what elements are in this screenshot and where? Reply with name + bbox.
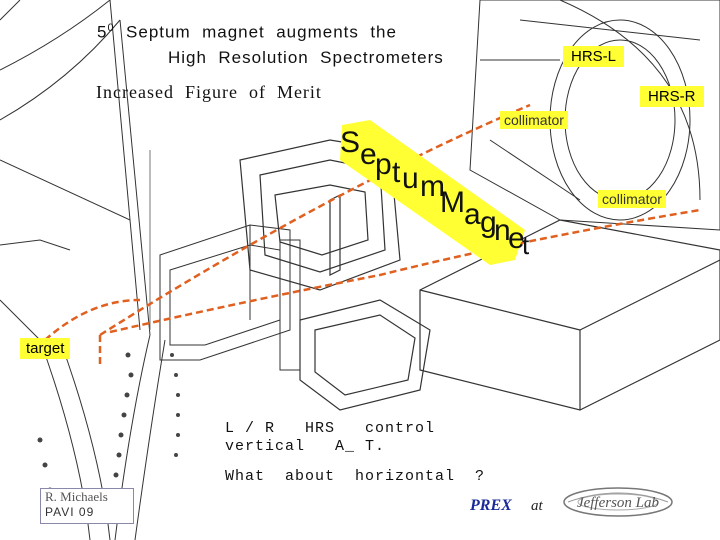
control-note-line1: L / R HRS control	[225, 420, 436, 437]
septum-letter-m: m	[420, 170, 445, 203]
septum-coils	[239, 139, 431, 411]
septum-letter-e: e	[360, 138, 377, 171]
septum-letter-u: u	[402, 162, 419, 195]
scattering-chamber	[0, 0, 166, 540]
beam-pipe	[159, 224, 301, 371]
prex-label: PREX	[470, 497, 512, 514]
prex-at: at	[531, 498, 543, 514]
horizontal-question: What about horizontal ?	[225, 468, 486, 485]
jefferson-lab-logo: Jefferson Lab	[560, 482, 675, 522]
magnet-letter-g: g	[480, 206, 497, 239]
svg-text:Jefferson Lab: Jefferson Lab	[577, 495, 660, 511]
slide-subtitle: Increased Figure of Merit	[96, 82, 322, 102]
title-text: Septum magnet augments the	[126, 22, 397, 42]
magnet-letter-e: e	[508, 222, 525, 255]
septum-letter-p: p	[375, 148, 392, 181]
magnet-letter-n: n	[494, 214, 511, 247]
jefferson-lab-logo-icon: Jefferson Lab	[563, 487, 673, 517]
title-number: 5	[97, 22, 108, 42]
slide-title-line1: 50 Septum magnet augments the	[97, 22, 397, 43]
hrs-left-label: HRS-L	[563, 46, 625, 67]
magnet-letter-t: t	[522, 230, 530, 260]
beam-trajectories	[44, 103, 701, 365]
title-superscript: 0	[107, 22, 115, 34]
magnet-letter-M: M	[440, 186, 465, 219]
hrs-right-label: HRS-R	[640, 86, 704, 107]
event-name: PAVI 09	[45, 505, 95, 519]
collimator-label-right: collimator	[598, 190, 666, 208]
septum-letter-t: t	[392, 156, 401, 189]
septum-letter-S: S	[340, 126, 361, 159]
author-name: R. Michaels	[45, 489, 108, 504]
collimator-label-top: collimator	[500, 111, 568, 129]
slide-title-line2: High Resolution Spectrometers	[168, 48, 444, 67]
septum-label-band	[340, 120, 525, 265]
target-label: target	[20, 338, 71, 359]
magnet-letter-a: a	[464, 198, 481, 231]
control-note-line2: vertical A_ T.	[225, 438, 386, 455]
author-box: R. Michaels PAVI 09	[40, 488, 134, 524]
